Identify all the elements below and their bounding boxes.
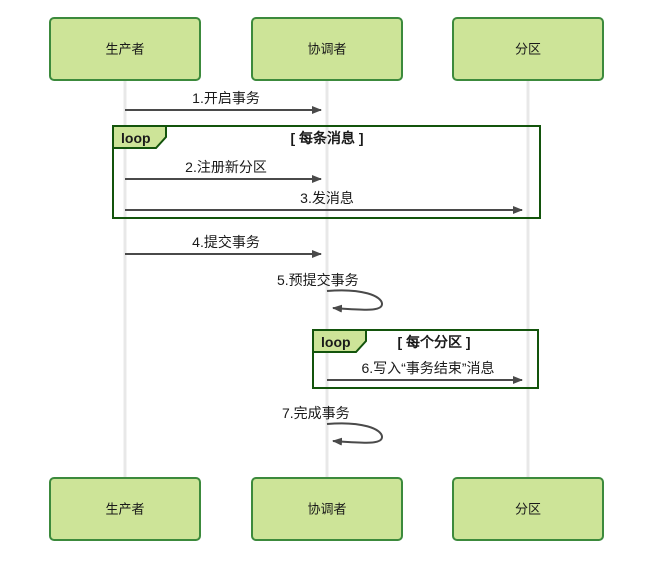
- participant-header-coordinator[interactable]: 协调者: [251, 17, 403, 81]
- fragment-loop-every-message[interactable]: loop [ 每条消息 ] 2.注册新分区 3.发消息: [112, 125, 541, 219]
- participant-box-producer[interactable]: [49, 17, 201, 81]
- message-5-self-arc: [326, 289, 384, 313]
- participant-footer-partition[interactable]: 分区: [452, 477, 604, 541]
- message-2-label: 2.注册新分区: [185, 159, 267, 175]
- fragment-2-tab: [312, 329, 367, 353]
- fragment-1-tab: [112, 125, 167, 149]
- participant-label-producer-bottom: 生产者: [105, 501, 144, 516]
- message-6[interactable]: 6.写入“事务结束”消息: [327, 360, 523, 384]
- participant-box-coordinator[interactable]: [251, 17, 403, 81]
- message-4[interactable]: 4.提交事务: [125, 234, 322, 258]
- participant-box-partition[interactable]: [452, 17, 604, 81]
- message-5-label: 5.预提交事务: [277, 272, 359, 288]
- participant-label-producer: 生产者: [105, 41, 144, 56]
- message-1[interactable]: 1.开启事务: [125, 90, 322, 114]
- fragment-loop-every-partition[interactable]: loop [ 每个分区 ] 6.写入“事务结束”消息: [312, 329, 539, 389]
- participant-label-coordinator-bottom: 协调者: [307, 501, 346, 516]
- message-2[interactable]: 2.注册新分区: [125, 159, 322, 183]
- participant-label-coordinator: 协调者: [307, 41, 346, 56]
- fragment-2-frame: [312, 329, 539, 389]
- message-7[interactable]: 7.完成事务: [282, 405, 384, 446]
- message-7-self-arc: [326, 422, 384, 446]
- participant-footer-producer[interactable]: 生产者: [49, 477, 201, 541]
- participant-label-partition: 分区: [515, 41, 541, 56]
- participant-header-partition[interactable]: 分区: [452, 17, 604, 81]
- participant-box-producer-bottom[interactable]: [49, 477, 201, 541]
- message-6-label: 6.写入“事务结束”消息: [362, 360, 495, 376]
- message-4-label: 4.提交事务: [192, 234, 260, 250]
- message-3[interactable]: 3.发消息: [125, 190, 523, 214]
- participant-footer-coordinator[interactable]: 协调者: [251, 477, 403, 541]
- fragment-1-condition: [ 每条消息 ]: [290, 130, 363, 146]
- participant-box-partition-bottom[interactable]: [452, 477, 604, 541]
- fragment-2-condition: [ 每个分区 ]: [397, 334, 470, 350]
- participant-header-producer[interactable]: 生产者: [49, 17, 201, 81]
- participant-box-coordinator-bottom[interactable]: [251, 477, 403, 541]
- message-5[interactable]: 5.预提交事务: [277, 272, 384, 313]
- fragment-2-keyword: loop: [321, 334, 351, 350]
- message-1-label: 1.开启事务: [192, 90, 260, 106]
- message-3-label: 3.发消息: [300, 190, 354, 206]
- fragment-1-keyword: loop: [121, 130, 151, 146]
- participant-label-partition-bottom: 分区: [515, 501, 541, 516]
- fragment-1-frame: [112, 125, 541, 219]
- message-7-label: 7.完成事务: [282, 405, 350, 421]
